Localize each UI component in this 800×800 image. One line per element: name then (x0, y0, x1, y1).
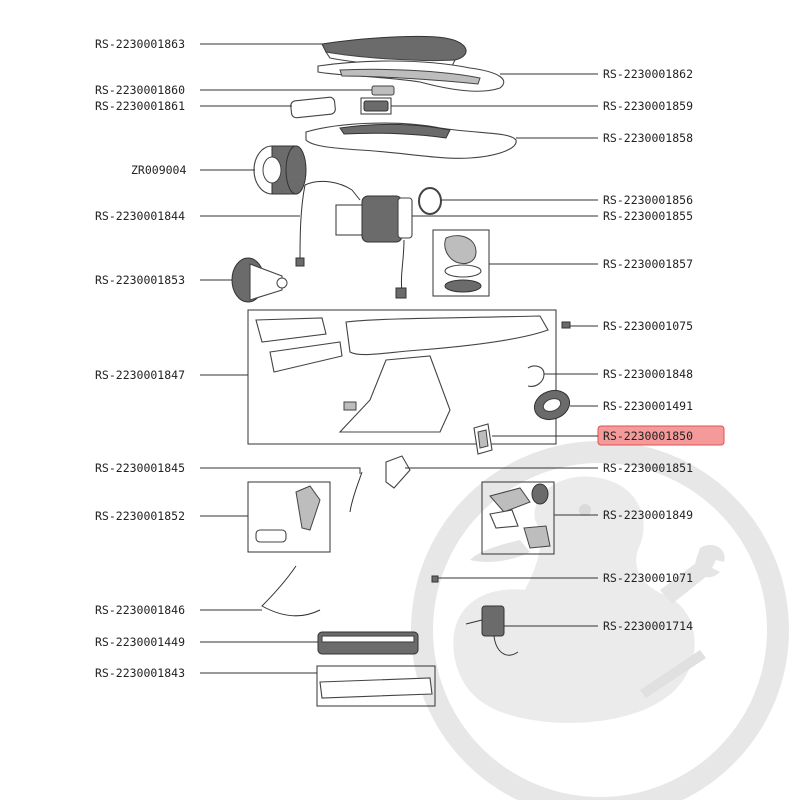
label-rs-2230001860[interactable]: RS-2230001860 (95, 83, 185, 97)
part-mid-cover-1858 (305, 122, 517, 159)
part-cyclone-head-1853 (231, 257, 288, 303)
label-rs-2230001714[interactable]: RS-2230001714 (603, 619, 693, 633)
label-rs-2230001852[interactable]: RS-2230001852 (95, 509, 185, 523)
label-rs-2230001850[interactable]: RS-2230001850 (603, 429, 693, 443)
part-filter-zr009004 (253, 145, 307, 195)
left-labels: RS-2230001863 RS-2230001860 RS-223000186… (95, 37, 186, 680)
part-trigger-assembly-1852 (247, 481, 331, 553)
part-small-clip-1860 (371, 85, 395, 96)
label-rs-2230001843[interactable]: RS-2230001843 (95, 666, 185, 680)
part-o-ring-1856 (418, 187, 442, 215)
part-wiring-connector-1844 (295, 257, 305, 267)
part-wheel-1491 (533, 389, 571, 421)
label-rs-2230001861[interactable]: RS-2230001861 (95, 99, 185, 113)
label-rs-2230001846[interactable]: RS-2230001846 (95, 603, 185, 617)
duck-mascot-watermark (411, 441, 789, 800)
watermark-screwdriver (640, 650, 706, 698)
right-labels: RS-2230001862 RS-2230001859 RS-223000185… (597, 67, 725, 633)
part-cable-1846 (261, 565, 321, 617)
label-rs-2230001859[interactable]: RS-2230001859 (603, 99, 693, 113)
watermark-duck-eye (579, 504, 591, 516)
label-rs-2230001071[interactable]: RS-2230001071 (603, 571, 693, 585)
part-switch-board-1859 (360, 97, 392, 115)
label-rs-2230001845[interactable]: RS-2230001845 (95, 461, 185, 475)
label-rs-2230001449[interactable]: RS-2230001449 (95, 635, 185, 649)
label-rs-2230001855[interactable]: RS-2230001855 (603, 209, 693, 223)
part-screw-1071 (431, 575, 439, 583)
part-wire-1845 (349, 471, 363, 513)
part-handle-body-1847 (247, 309, 557, 445)
part-latch-1851 (385, 455, 411, 489)
label-rs-2230001075[interactable]: RS-2230001075 (603, 319, 693, 333)
label-rs-2230001857[interactable]: RS-2230001857 (603, 257, 693, 271)
part-battery-tray-1843 (316, 665, 436, 707)
part-screw-1075 (561, 321, 571, 329)
label-rs-2230001847[interactable]: RS-2230001847 (95, 368, 185, 382)
label-rs-2230001858[interactable]: RS-2230001858 (603, 131, 693, 145)
part-motor-1855 (335, 195, 413, 299)
label-rs-2230001862[interactable]: RS-2230001862 (603, 67, 693, 81)
label-rs-2230001863[interactable]: RS-2230001863 (95, 37, 185, 51)
label-rs-2230001491[interactable]: RS-2230001491 (603, 399, 693, 413)
label-rs-2230001851[interactable]: RS-2230001851 (603, 461, 693, 475)
part-frame-1862 (317, 60, 505, 92)
part-battery-pack-1449 (317, 631, 419, 655)
watermark-ring (411, 441, 789, 800)
part-wiring-1844 (299, 180, 361, 263)
label-rs-2230001856[interactable]: RS-2230001856 (603, 193, 693, 207)
label-rs-2230001853[interactable]: RS-2230001853 (95, 273, 185, 287)
right-leader-lines (391, 73, 598, 627)
part-cyclone-assembly-1857 (432, 229, 490, 297)
watermark-duck-beak (470, 540, 530, 563)
part-charger-1714 (465, 605, 519, 656)
part-nozzle-assembly-1849 (481, 481, 555, 555)
left-leader-lines (200, 43, 372, 674)
label-rs-2230001844[interactable]: RS-2230001844 (95, 209, 185, 223)
watermark-wrench (660, 544, 725, 604)
label-zr009004[interactable]: ZR009004 (131, 163, 186, 177)
watermark-duck-body (453, 476, 695, 723)
part-plate-1850 (473, 423, 493, 455)
label-rs-2230001848[interactable]: RS-2230001848 (603, 367, 693, 381)
label-rs-2230001849[interactable]: RS-2230001849 (603, 508, 693, 522)
part-button-plate-1861 (290, 96, 336, 119)
part-clip-1848 (527, 365, 545, 387)
